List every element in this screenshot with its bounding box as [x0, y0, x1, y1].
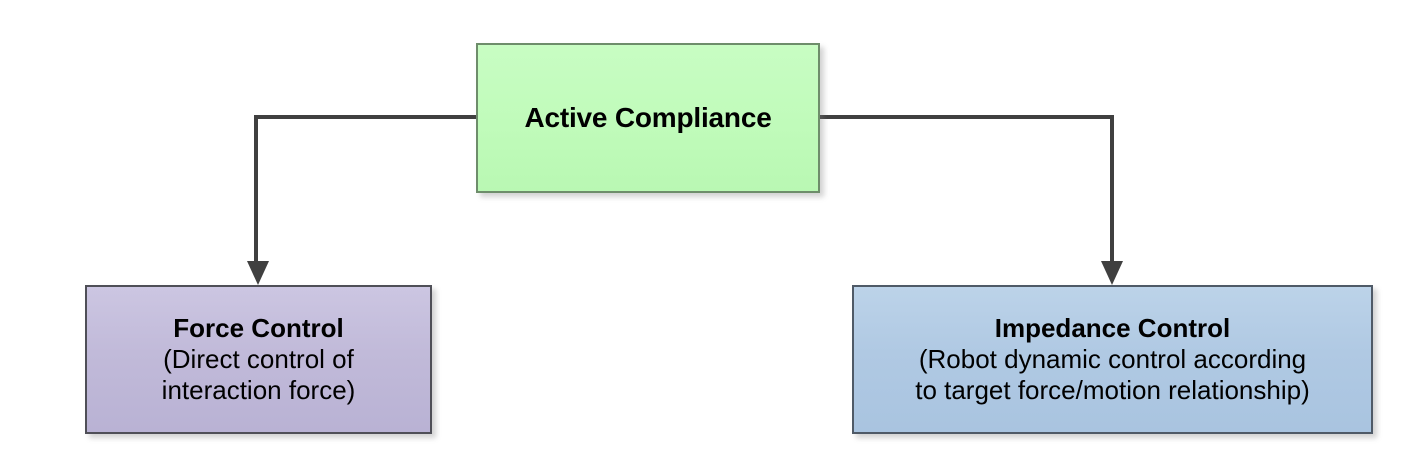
edge-root-to-force-control	[254, 115, 476, 262]
arrowhead-force-control	[247, 261, 269, 285]
node-force-control-subtitle-line-1: (Direct control of	[163, 344, 354, 375]
node-force-control[interactable]: Force Control (Direct control of interac…	[85, 285, 432, 434]
node-active-compliance[interactable]: Active Compliance	[476, 43, 820, 193]
edge-root-to-impedance-control	[820, 115, 1114, 262]
node-force-control-title: Force Control	[173, 313, 344, 344]
node-impedance-control-subtitle-line-1: (Robot dynamic control according	[918, 344, 1307, 375]
node-force-control-subtitle-line-2: interaction force)	[161, 374, 356, 405]
node-impedance-control-title: Impedance Control	[994, 313, 1231, 344]
node-active-compliance-title: Active Compliance	[524, 102, 772, 134]
node-impedance-control[interactable]: Impedance Control (Robot dynamic control…	[852, 285, 1373, 434]
node-impedance-control-subtitle-line-2: to target force/motion relationship)	[915, 374, 1310, 405]
arrowhead-impedance-control	[1101, 261, 1123, 285]
